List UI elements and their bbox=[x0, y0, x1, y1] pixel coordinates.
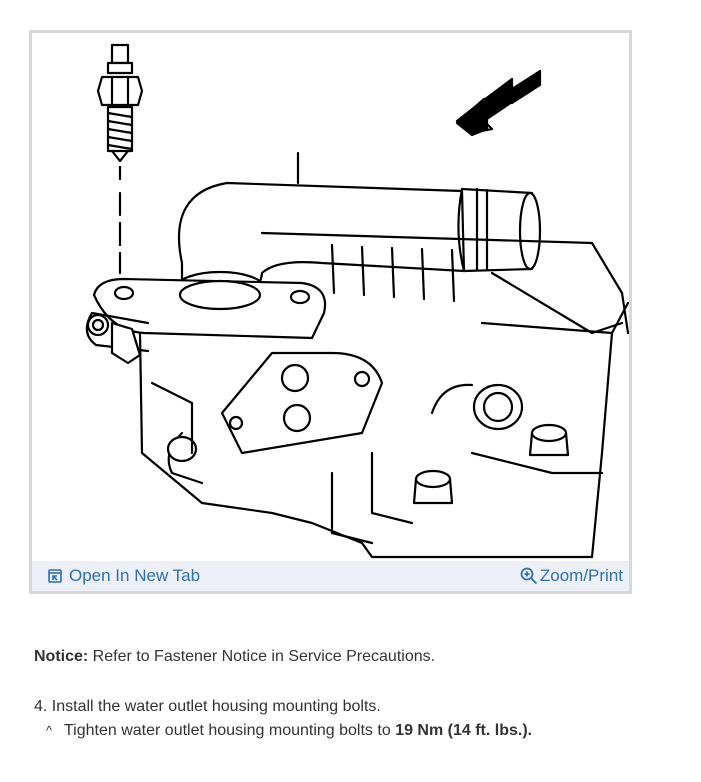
notice-paragraph: Notice: Refer to Fastener Notice in Serv… bbox=[34, 647, 435, 667]
notice-text: Refer to Fastener Notice in Service Prec… bbox=[88, 648, 436, 665]
housing-flange-drawing bbox=[92, 277, 327, 340]
substep-instruction: ^ Tighten water outlet housing mounting b… bbox=[46, 721, 532, 741]
magnifier-zoom-icon bbox=[520, 567, 537, 585]
substep-text: Tighten water outlet housing mounting bo… bbox=[64, 722, 396, 739]
engine-block-drawing bbox=[85, 231, 629, 559]
engine-diagram-image bbox=[32, 33, 629, 561]
figure-toolbar: Open In New Tab Zoom/Print bbox=[32, 561, 629, 591]
notice-label: Notice: bbox=[34, 648, 89, 665]
open-in-new-tab-label: Open In New Tab bbox=[69, 566, 201, 585]
figure-frame: Open In New Tab Zoom/Print bbox=[29, 30, 632, 594]
torque-spec: 19 Nm (14 ft. lbs.) bbox=[395, 722, 528, 739]
zoom-print-label: Zoom/Print bbox=[539, 566, 623, 585]
direction-arrow-icon bbox=[455, 69, 542, 137]
substep-bullet: ^ bbox=[46, 723, 53, 738]
open-in-new-tab-icon bbox=[48, 569, 62, 583]
substep-end: . bbox=[527, 722, 533, 739]
step-instruction: 4. Install the water outlet housing moun… bbox=[34, 698, 381, 715]
open-in-new-tab-link[interactable]: Open In New Tab bbox=[48, 566, 200, 586]
zoom-print-link[interactable]: Zoom/Print bbox=[520, 566, 623, 586]
